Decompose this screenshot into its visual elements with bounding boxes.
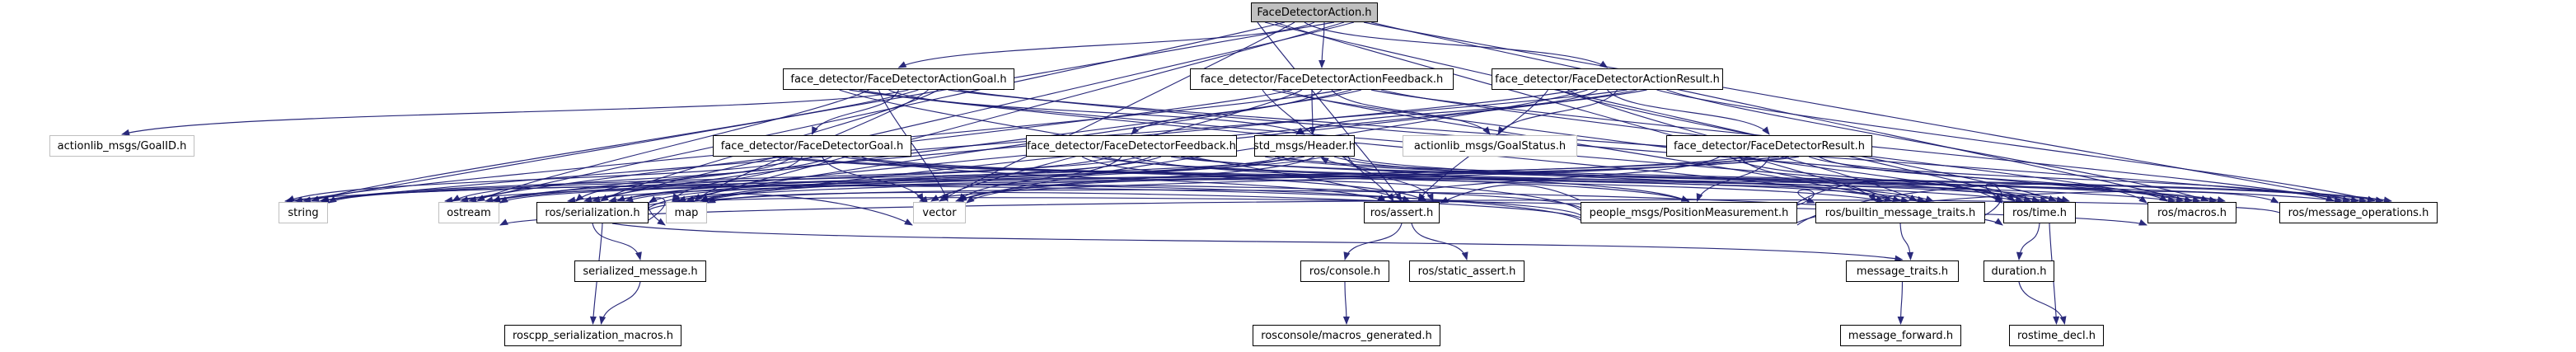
edge-serialization-to-serializedmsg: [592, 223, 642, 260]
edge-posmeas-to-assert: [1440, 184, 1581, 204]
edge-goal-to-time: [851, 156, 2024, 204]
edge-serializedmsg-to-roscppmacros: [599, 281, 641, 325]
edge-actionfeedback-to-goalstatus: [1331, 89, 1491, 135]
graph-node-string: string: [279, 202, 328, 223]
edge-posmeas-to-time: [1796, 179, 2003, 204]
graph-node-rosconsolemacros[interactable]: rosconsole/macros_generated.h: [1253, 325, 1440, 346]
edge-actionresult-to-result: [1607, 89, 1770, 135]
edge-result-to-assert: [1376, 156, 1721, 202]
edge-goal-to-serialization: [575, 156, 793, 202]
edge-serialization-to-vector: [648, 193, 913, 226]
graph-node-duration[interactable]: duration.h: [1984, 260, 2054, 282]
edge-actiongoal-to-goal: [811, 89, 900, 135]
edge-time-to-duration: [2016, 223, 2040, 261]
edge-actiongoal-to-goalid: [121, 89, 909, 136]
edge-header-to-msgops: [1274, 156, 2392, 204]
edge-header-to-map: [700, 156, 1295, 202]
edge-actionresult-to-header: [1295, 89, 1598, 135]
graph-node-time[interactable]: ros/time.h: [2003, 202, 2076, 223]
edge-action-to-msgops: [1363, 21, 2359, 204]
edge-action-to-actionresult: [1304, 21, 1609, 68]
edge-result-to-time: [1729, 156, 2016, 202]
edge-header-to-time: [1343, 156, 2070, 203]
edge-result-to-macros: [1818, 156, 2168, 202]
edge-builtin-to-time: [1984, 183, 2003, 216]
edge-actionresult-to-string: [319, 89, 1628, 204]
graph-node-result[interactable]: face_detector/FaceDetectorResult.h: [1666, 135, 1872, 157]
edge-builtin-to-msgtraits: [1899, 223, 1914, 261]
edge-actiongoal-to-string: [311, 89, 919, 202]
graph-node-actionresult[interactable]: face_detector/FaceDetectorActionResult.h: [1492, 68, 1723, 90]
graph-node-goalid: actionlib_msgs/GoalID.h: [49, 135, 194, 157]
edge-goal-to-vector: [821, 156, 924, 202]
graph-node-actiongoal[interactable]: face_detector/FaceDetectorActionGoal.h: [783, 68, 1014, 90]
edge-actionresult-to-macros: [1666, 89, 2209, 202]
edge-console-to-rosconsolemacros: [1342, 281, 1350, 326]
graph-node-macros[interactable]: ros/macros.h: [2147, 202, 2236, 223]
graph-node-console[interactable]: ros/console.h: [1300, 260, 1389, 282]
graph-node-msgtraits[interactable]: message_traits.h: [1846, 260, 1959, 282]
edge-goal-to-ostream: [452, 156, 832, 202]
graph-node-roscppmacros[interactable]: roscpp_serialization_macros.h: [504, 325, 681, 346]
graph-node-feedback[interactable]: face_detector/FaceDetectorFeedback.h: [1026, 135, 1237, 157]
edge-header-to-assert: [1347, 156, 1434, 202]
edge-goal-to-macros: [772, 156, 2176, 204]
edge-goal-to-string: [286, 156, 813, 202]
edge-action-to-time: [1264, 21, 2040, 203]
graph-node-header[interactable]: std_msgs/Header.h: [1253, 135, 1356, 157]
edge-serialization-to-msgtraits: [611, 223, 1904, 262]
edge-assert-to-staticassert: [1411, 223, 1468, 260]
edge-msgtraits-to-msgforward: [1897, 281, 1904, 326]
edge-actiongoal-to-header: [888, 89, 1305, 135]
edge-header-to-ostream: [492, 156, 1325, 203]
graph-node-serialization[interactable]: ros/serialization.h: [536, 202, 649, 223]
edge-header-to-builtin: [1333, 156, 1934, 202]
graph-node-vector: vector: [913, 202, 966, 223]
edge-feedback-to-string: [321, 156, 1142, 203]
graph-node-rostimedecl[interactable]: rostime_decl.h: [2009, 325, 2104, 346]
graph-node-map: map: [666, 202, 707, 223]
edge-feedback-to-serialization: [616, 156, 1162, 202]
graph-node-staticassert[interactable]: ros/static_assert.h: [1409, 260, 1525, 282]
edge-actionfeedback-to-time: [1272, 89, 2032, 203]
edge-actionfeedback-to-header: [1309, 89, 1316, 136]
edge-action-to-vector: [939, 21, 1295, 202]
edge-action-to-assert: [1257, 21, 1403, 202]
graph-node-serializedmsg[interactable]: serialized_message.h: [574, 260, 706, 282]
graph-node-assert[interactable]: ros/assert.h: [1364, 202, 1440, 223]
edge-posmeas-to-header: [1320, 157, 1689, 203]
graph-node-msgforward[interactable]: message_forward.h: [1840, 325, 1961, 346]
edge-actionresult-to-msgops: [1656, 89, 2376, 203]
graph-node-action: FaceDetectorAction.h: [1251, 2, 1378, 22]
graph-node-goal[interactable]: face_detector/FaceDetectorGoal.h: [713, 135, 911, 157]
edge-actionresult-to-goalstatus: [1497, 89, 1618, 135]
edge-action-to-builtin: [1274, 21, 1901, 202]
edge-feedback-to-time: [1091, 156, 2065, 204]
edge-posmeas-to-string: [328, 185, 1581, 216]
edge-feedback-to-assert: [1081, 156, 1427, 202]
edge-action-to-actiongoal: [897, 21, 1315, 68]
edge-assert-to-console: [1343, 223, 1403, 260]
edge-posmeas-to-builtin: [1796, 189, 1815, 206]
graph-node-goalstatus: actionlib_msgs/GoalStatus.h: [1403, 135, 1577, 157]
edge-duration-to-rostimedecl: [2018, 281, 2067, 325]
edge-posmeas-to-serialization: [649, 184, 1581, 221]
graph-node-actionfeedback[interactable]: face_detector/FaceDetectorActionFeedback…: [1190, 68, 1454, 90]
graph-node-posmeas[interactable]: people_msgs/PositionMeasurement.h: [1581, 202, 1797, 223]
edge-header-to-string: [321, 156, 1305, 204]
edge-header-to-serialization: [625, 156, 1286, 203]
graph-node-builtin[interactable]: ros/builtin_message_traits.h: [1815, 202, 1985, 223]
edge-posmeas-to-ostream: [499, 184, 1581, 209]
edge-action-to-macros: [1370, 21, 2193, 203]
graph-node-msgops[interactable]: ros/message_operations.h: [2279, 202, 2438, 223]
graph-node-ostream: ostream: [438, 202, 499, 223]
